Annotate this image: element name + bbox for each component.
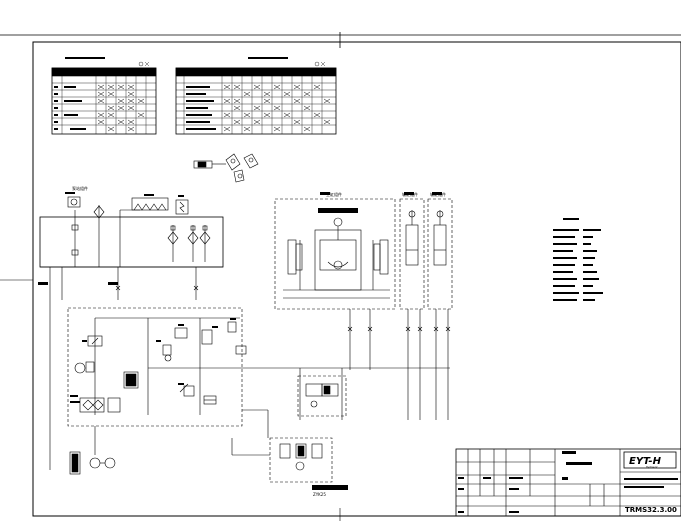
- valve-block: [67, 307, 247, 427]
- pump-unit-label: 泵站组件: [72, 185, 88, 191]
- motor-pump: [69, 426, 116, 475]
- main-cylinder-label: 主缸组件: [326, 191, 342, 197]
- aux-cylinder-a-label: 辅缸组件: [402, 191, 418, 197]
- logo-tagline: Hydraulic: [646, 465, 658, 469]
- drawing-number: TRMS32.3.00: [625, 506, 677, 514]
- pump-station: [39, 192, 224, 268]
- table-left: [51, 57, 157, 135]
- pump-outlets: [38, 267, 199, 470]
- aux-cylinders: [399, 192, 453, 310]
- lower-valve: ZYK25: [231, 409, 348, 497]
- spec-legend: [553, 218, 603, 301]
- cylinder-lines: [240, 309, 451, 420]
- main-cylinder-group: [274, 192, 396, 310]
- table-right: [175, 57, 337, 135]
- control-valve: [297, 375, 347, 417]
- logo-text: EYT-H: [629, 456, 662, 467]
- bottom-valve-label: ZYK25: [313, 492, 326, 497]
- title-block: [455, 448, 681, 517]
- sheet-border: [0, 32, 681, 521]
- aux-cylinder-b-label: 辅缸组件: [430, 191, 446, 197]
- solenoid-group: [193, 153, 259, 183]
